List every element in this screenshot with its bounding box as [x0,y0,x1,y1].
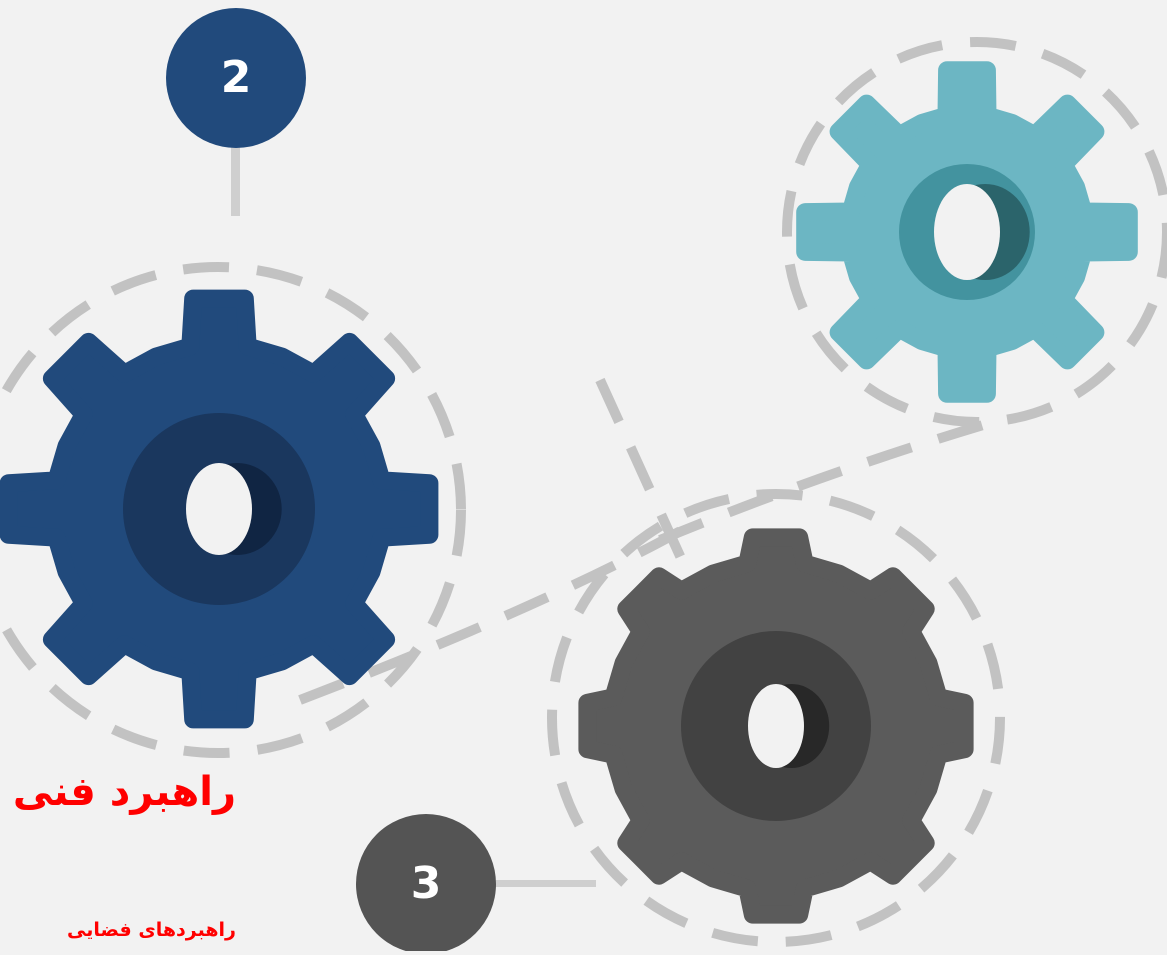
dashed-link-cross [595,377,705,603]
dashed-link-navy-gray [298,515,703,705]
badge-two-circle [166,8,306,148]
dashed-link-gray-teal [658,415,1002,545]
gear-gray-hole [748,684,804,768]
strategy-subtitle: راهبردهای فضایی [67,919,236,941]
badge-three: 3 [356,814,496,954]
gear-gray [578,528,974,924]
gear-navy [0,289,439,729]
strategy-title: راهبرد فنی [12,769,236,815]
badge-three-circle [356,814,496,954]
gear-teal-hole [934,184,1000,280]
dashed-paths [0,37,1167,947]
connector-line-badge-three [490,880,596,887]
badge-two: 2 [166,8,306,148]
gear-navy-hole [186,463,252,555]
gear-teal [796,61,1138,403]
connector-line-badge-two [231,140,240,216]
badge-two-label: 2 [221,52,252,103]
badge-three-label: 3 [411,858,442,909]
dashed-circle-gray [547,489,1005,947]
dashed-circle-navy [0,262,466,758]
